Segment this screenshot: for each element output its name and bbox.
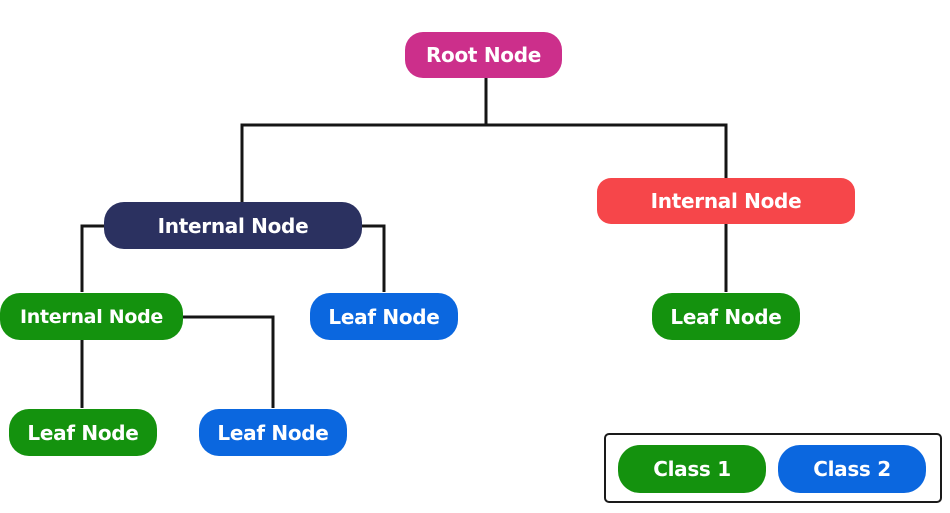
leaf-node-bottom-left-label: Leaf Node bbox=[27, 420, 139, 445]
root-node: Root Node bbox=[405, 32, 562, 78]
leaf-node-bottom-left: Leaf Node bbox=[9, 409, 157, 456]
legend-class-2-label: Class 2 bbox=[813, 457, 891, 481]
leaf-node-mid: Leaf Node bbox=[310, 293, 458, 340]
leaf-node-right-label: Leaf Node bbox=[670, 304, 782, 329]
leaf-node-bottom-right: Leaf Node bbox=[199, 409, 347, 456]
leaf-node-bottom-right-label: Leaf Node bbox=[217, 420, 329, 445]
legend-class-2: Class 2 bbox=[778, 445, 926, 493]
edge-root-internal-left bbox=[240, 78, 488, 202]
legend-class-1-label: Class 1 bbox=[653, 457, 731, 481]
root-node-label: Root Node bbox=[425, 43, 542, 67]
edge-internal-left-internal-sub bbox=[80, 224, 104, 292]
internal-node-right: Internal Node bbox=[597, 178, 855, 224]
leaf-node-right: Leaf Node bbox=[652, 293, 800, 340]
internal-node-left-label: Internal Node bbox=[157, 213, 309, 238]
leaf-node-mid-label: Leaf Node bbox=[328, 304, 440, 329]
edge-internal-sub-leaf-bottom-right bbox=[183, 315, 275, 408]
internal-node-sub: Internal Node bbox=[0, 293, 183, 340]
edge-root-internal-right bbox=[486, 123, 728, 178]
internal-node-right-label: Internal Node bbox=[650, 189, 802, 213]
edge-internal-left-leaf-mid bbox=[362, 224, 386, 292]
internal-node-left: Internal Node bbox=[104, 202, 362, 249]
internal-node-sub-label: Internal Node bbox=[20, 305, 163, 328]
legend-class-1: Class 1 bbox=[618, 445, 766, 493]
legend: Class 1 Class 2 bbox=[604, 433, 942, 503]
